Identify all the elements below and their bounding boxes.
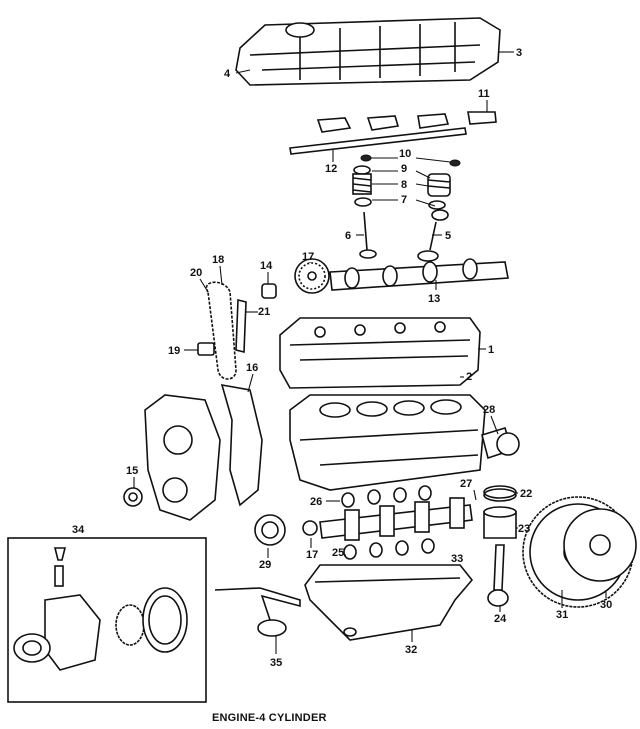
callout-21: 21 bbox=[258, 306, 270, 318]
oil-pan bbox=[304, 564, 474, 641]
callout-30: 30 bbox=[600, 599, 612, 611]
rocker-arms bbox=[316, 111, 497, 133]
callout-18: 18 bbox=[212, 254, 224, 266]
valves bbox=[359, 211, 439, 262]
callout-31: 31 bbox=[556, 609, 568, 621]
cylinder-block bbox=[289, 394, 486, 491]
callout-9: 9 bbox=[401, 163, 407, 175]
callout-12: 12 bbox=[325, 163, 337, 175]
callout-7: 7 bbox=[401, 194, 407, 206]
callout-22: 22 bbox=[520, 488, 532, 500]
callout-24: 24 bbox=[494, 613, 507, 625]
connecting-rod bbox=[487, 544, 509, 607]
callout-15: 15 bbox=[126, 465, 138, 477]
leader-lines bbox=[133, 51, 607, 654]
callout-29: 29 bbox=[259, 559, 271, 571]
piston bbox=[483, 506, 517, 539]
callout-17-bottom: 17 bbox=[306, 549, 318, 561]
callout-27: 27 bbox=[460, 478, 472, 490]
crank-sprocket bbox=[302, 520, 318, 536]
callout-8: 8 bbox=[401, 179, 407, 191]
chain-tensioner bbox=[197, 342, 215, 356]
diagram-caption: ENGINE-4 CYLINDER bbox=[212, 712, 327, 724]
callout-33: 33 bbox=[451, 553, 463, 565]
main-bearings bbox=[341, 485, 435, 560]
crank-pulley bbox=[254, 514, 286, 546]
rear-seal bbox=[481, 427, 520, 460]
camshaft bbox=[329, 258, 509, 291]
callout-6: 6 bbox=[345, 230, 351, 242]
callout-34: 34 bbox=[72, 524, 85, 536]
valve-springs bbox=[352, 154, 461, 221]
callout-14: 14 bbox=[260, 260, 273, 272]
callout-26: 26 bbox=[310, 496, 322, 508]
chain-guide bbox=[235, 298, 247, 354]
cam-bearing bbox=[261, 283, 277, 299]
timing-chain bbox=[205, 281, 237, 380]
callout-19: 19 bbox=[168, 345, 180, 357]
callout-28: 28 bbox=[483, 404, 495, 416]
oil-pump-inset bbox=[7, 537, 207, 703]
flywheel bbox=[522, 496, 637, 608]
callout-35: 35 bbox=[270, 657, 282, 669]
callout-13: 13 bbox=[428, 293, 440, 305]
callout-1: 1 bbox=[488, 344, 494, 356]
oil-pump-pickup bbox=[214, 587, 301, 637]
crankshaft bbox=[319, 497, 473, 541]
callout-4: 4 bbox=[224, 68, 231, 80]
cylinder-head bbox=[279, 317, 481, 389]
callout-3: 3 bbox=[516, 47, 522, 59]
callout-23: 23 bbox=[518, 523, 530, 535]
callout-labels: 3 4 11 10 12 9 8 7 6 5 17 18 20 14 13 21… bbox=[72, 47, 612, 669]
valve-cover bbox=[235, 17, 501, 86]
callout-10: 10 bbox=[399, 148, 411, 160]
camshaft-sprocket bbox=[294, 258, 330, 294]
front-seal bbox=[123, 487, 143, 507]
timing-cover-gasket bbox=[220, 383, 263, 507]
callout-20: 20 bbox=[190, 267, 202, 279]
callout-32: 32 bbox=[405, 644, 417, 656]
callout-16: 16 bbox=[246, 362, 258, 374]
rocker-shaft bbox=[289, 127, 467, 155]
callout-11: 11 bbox=[478, 88, 490, 100]
callout-5: 5 bbox=[445, 230, 451, 242]
callout-25: 25 bbox=[332, 547, 344, 559]
piston-rings bbox=[483, 485, 517, 502]
callout-2: 2 bbox=[466, 371, 472, 383]
timing-cover bbox=[144, 394, 221, 521]
callout-17-top: 17 bbox=[302, 251, 314, 263]
